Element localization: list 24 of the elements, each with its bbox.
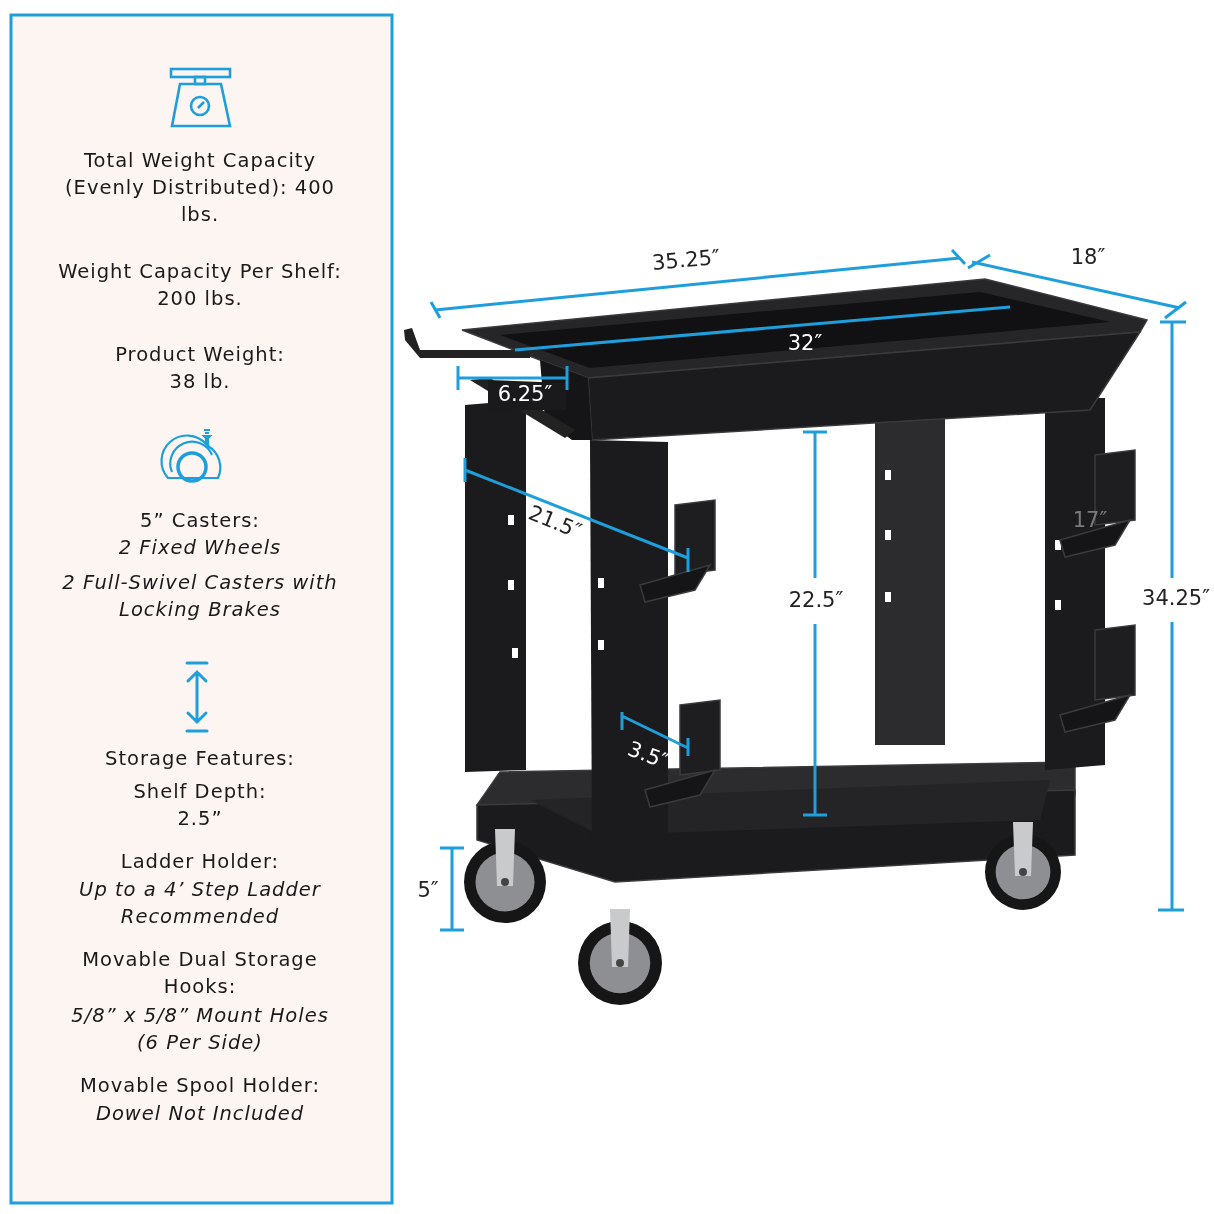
- dimension-label: 22.5″: [788, 588, 844, 612]
- dimension-label: 3.5″: [624, 736, 672, 774]
- spec-heading: 5” Casters:: [139, 508, 261, 534]
- spec-detail: 5/8” x 5/8” Mount Holes (6 Per Side): [70, 1003, 330, 1056]
- dimension-label: 32″: [787, 331, 823, 355]
- spec-heading: Ladder Holder:: [119, 849, 281, 875]
- dimension-label: 21.5″: [525, 500, 585, 544]
- spec-heading: Storage Features:: [104, 746, 296, 772]
- spec-heading: Product Weight: 38 lb.: [114, 342, 286, 395]
- spec-heading: Total Weight Capacity (Evenly Distributed): 400 lbs.: [65, 148, 335, 228]
- spec-detail: Dowel Not Included: [94, 1101, 306, 1127]
- dimension-label: 35.25″: [651, 245, 721, 275]
- dimension-label: 5″: [417, 878, 439, 902]
- dimension-label: 18″: [1070, 245, 1106, 269]
- spec-heading: Weight Capacity Per Shelf: 200 lbs.: [57, 259, 343, 312]
- dimension-label: 17″: [1072, 508, 1108, 532]
- spec-detail: 2 Full-Swivel Casters with Locking Brakes: [61, 570, 339, 623]
- spec-heading: Movable Spool Holder:: [78, 1073, 322, 1099]
- spec-detail: 2 Fixed Wheels: [117, 535, 283, 561]
- dimension-label: 34.25″: [1142, 586, 1210, 610]
- spec-detail: Up to a 4’ Step Ladder Recommended: [78, 877, 322, 930]
- spec-heading: Shelf Depth: 2.5”: [132, 779, 268, 832]
- spec-heading: Movable Dual Storage Hooks:: [81, 947, 319, 1000]
- dimension-label: 6.25″: [497, 382, 553, 406]
